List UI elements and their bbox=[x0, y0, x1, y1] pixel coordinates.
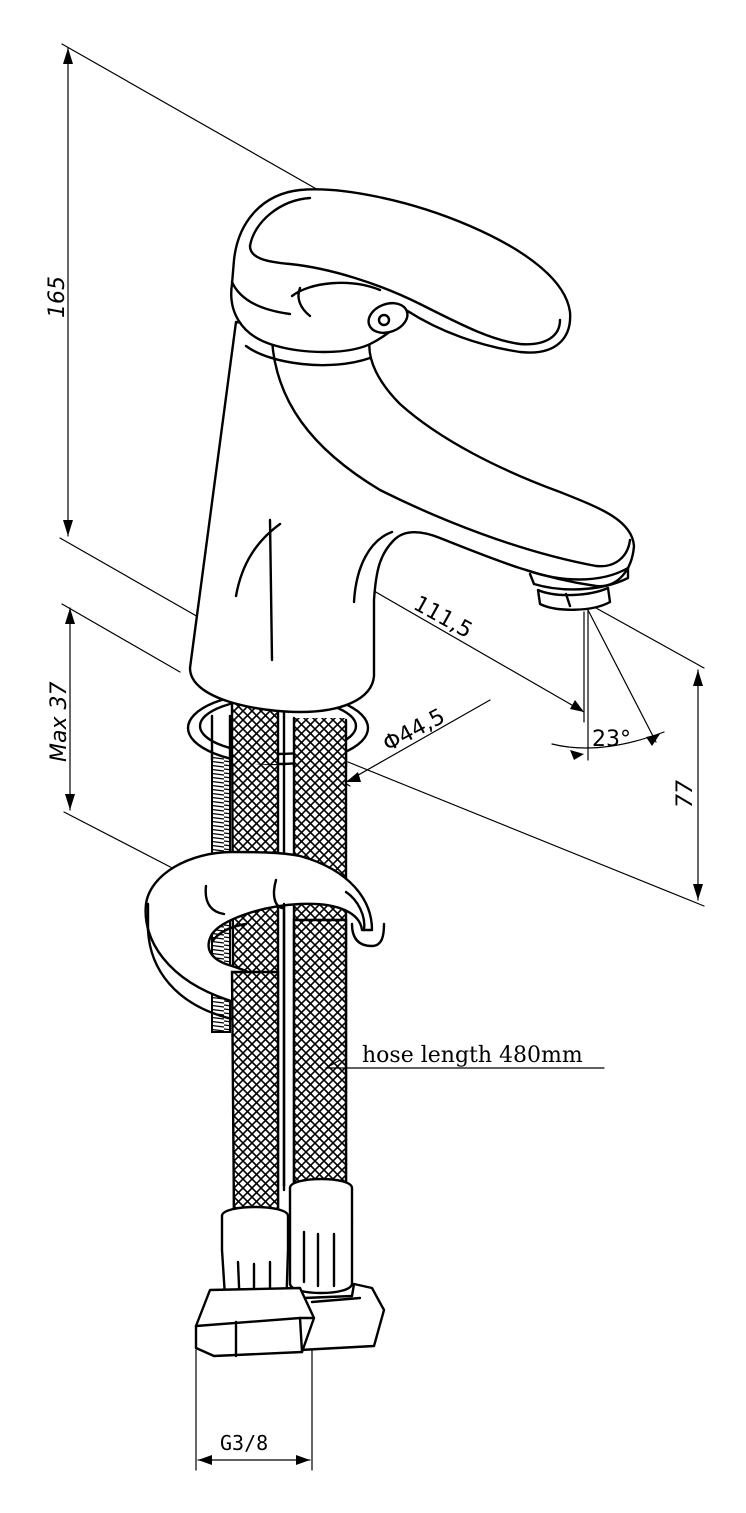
hose-fitting-right bbox=[288, 1177, 386, 1352]
dimension-spout-height: 77 bbox=[347, 607, 705, 907]
dimension-max-deck: Max 37 bbox=[47, 603, 181, 873]
spout-reach-label: 111,5 bbox=[409, 591, 476, 643]
lever-handle bbox=[230, 188, 572, 354]
angle-label: 23° bbox=[592, 727, 631, 752]
hose-length-note: hose length 480mm bbox=[325, 1043, 605, 1069]
hose-fitting-left bbox=[194, 1205, 316, 1358]
dimension-thread: G3/8 bbox=[195, 1349, 313, 1471]
hoses-front bbox=[230, 902, 348, 1218]
faucet-body bbox=[188, 320, 636, 714]
max-deck-label: Max 37 bbox=[47, 682, 72, 762]
spout-height-label: 77 bbox=[673, 780, 698, 808]
thread-label: G3/8 bbox=[220, 1431, 268, 1455]
dimension-angle: 23° bbox=[551, 609, 665, 761]
height-label: 165 bbox=[45, 276, 70, 318]
base-diameter-label: Φ44,5 bbox=[379, 704, 449, 757]
hose-length-label: hose length 480mm bbox=[362, 1043, 583, 1068]
aerator bbox=[536, 586, 612, 611]
